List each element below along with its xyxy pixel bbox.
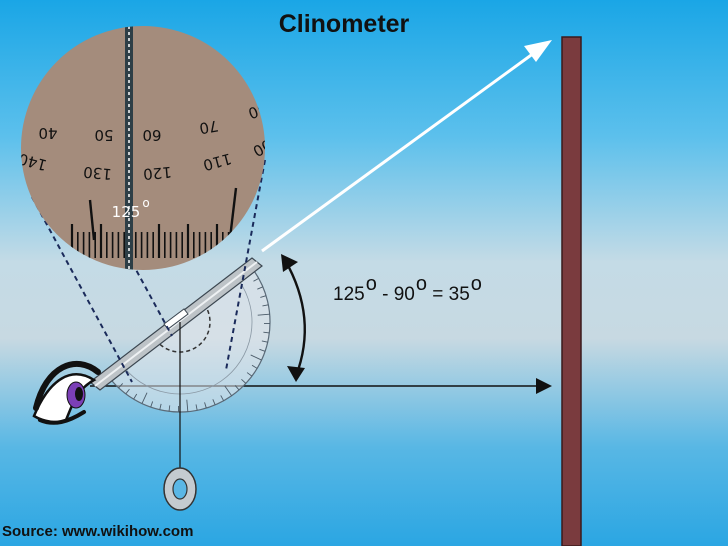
- protractor-tick: [150, 401, 154, 408]
- angle-arc: [283, 259, 306, 377]
- scale-label: 130: [83, 163, 113, 183]
- protractor-tick: [141, 392, 148, 404]
- protractor-tick: [168, 405, 171, 412]
- protractor-tick: [234, 385, 240, 391]
- protractor-tick: [118, 383, 124, 389]
- horizontal-arrowhead: [536, 378, 552, 394]
- eye-icon: [32, 360, 101, 425]
- washer-icon: [163, 467, 197, 511]
- zoom-lens: 40 50 60 70 80 140 130 120 110 100 125 o: [21, 26, 265, 270]
- protractor-tick: [253, 277, 259, 282]
- protractor-tick: [224, 385, 232, 396]
- angle-arrow-top: [281, 254, 298, 272]
- protractor-icon: [105, 269, 271, 413]
- protractor-tick: [257, 313, 270, 316]
- protractor-tick: [257, 286, 264, 290]
- protractor-tick: [125, 388, 130, 395]
- degree-symbol: o: [470, 273, 482, 295]
- protractor-tick: [262, 304, 269, 307]
- protractor-tick: [251, 364, 258, 369]
- page-title: Clinometer: [278, 10, 410, 38]
- reading-value: 125: [112, 203, 141, 221]
- protractor-tick: [195, 404, 198, 411]
- protractor-tick: [250, 354, 262, 361]
- protractor-tick: [186, 399, 189, 412]
- scale-label: 120: [142, 163, 172, 183]
- formula-term-b: - 90: [382, 284, 415, 305]
- scale-label: 50: [94, 126, 113, 144]
- degree-symbol: o: [415, 273, 427, 295]
- zoom-line: [31, 196, 133, 383]
- protractor-tick: [159, 403, 162, 410]
- protractor-tick: [260, 295, 267, 298]
- formula-term-c: = 35: [432, 284, 470, 305]
- protractor-tick: [133, 393, 138, 400]
- reading-degree: o: [142, 196, 149, 210]
- protractor-tick: [259, 348, 266, 352]
- formula-term-a: 125: [333, 284, 365, 305]
- scale-label: 60: [142, 126, 161, 144]
- protractor-tick: [241, 378, 247, 384]
- zoom-line: [127, 254, 173, 337]
- straw-icon: [89, 257, 263, 391]
- protractor-tick: [263, 331, 270, 334]
- protractor-tick: [204, 402, 207, 409]
- protractor-tick: [212, 399, 216, 406]
- protractor-tick: [261, 340, 268, 343]
- degree-symbol: o: [365, 273, 377, 295]
- angle-formula: 125o - 90o = 35o: [333, 273, 482, 306]
- scale-tick: [88, 199, 96, 241]
- source-credit: Source: www.wikihow.com: [2, 523, 194, 540]
- sight-line: [261, 51, 535, 253]
- scale-label: 40: [38, 124, 57, 142]
- pole-icon: [561, 36, 582, 546]
- protractor-tick: [246, 372, 253, 377]
- scale-label: 70: [198, 116, 220, 137]
- sight-arrowhead: [524, 40, 552, 62]
- protractor-ticks: [106, 270, 270, 412]
- angle-arrow-bottom: [287, 366, 305, 382]
- protractor-tick: [220, 395, 225, 401]
